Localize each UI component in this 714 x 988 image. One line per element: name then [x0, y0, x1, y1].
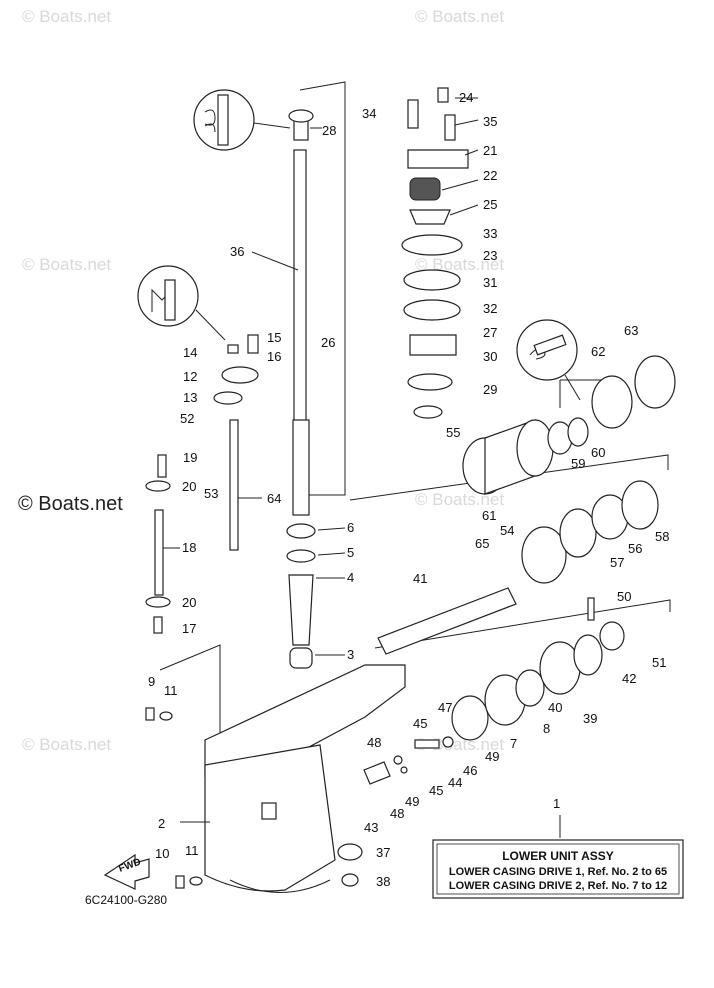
callout: 41	[413, 571, 427, 586]
callout: 11	[164, 683, 178, 698]
pinion-and-nut	[145, 707, 363, 889]
callout: 6	[347, 520, 354, 535]
callout: 53	[204, 486, 218, 501]
callout: 20	[182, 595, 196, 610]
callout: 7	[510, 736, 517, 751]
watermarks: © Boats.net © Boats.net © Boats.net © Bo…	[18, 7, 504, 754]
diagram-ref-code: 6C24100-G280	[85, 893, 167, 907]
callout: 46	[463, 763, 477, 778]
callout: 49	[405, 794, 419, 809]
callout: 14	[183, 345, 197, 360]
callout: 27	[483, 325, 497, 340]
watermark: © Boats.net	[415, 255, 504, 274]
callout: 19	[183, 450, 197, 465]
callout: 15	[267, 330, 281, 345]
callout: 13	[183, 390, 197, 405]
callout: 24	[459, 90, 473, 105]
callout: 8	[543, 721, 550, 736]
callout: 63	[624, 323, 638, 338]
callout: 17	[182, 621, 196, 636]
callout: 48	[367, 735, 381, 750]
callout: 37	[376, 845, 390, 860]
shift-rod-assembly	[145, 334, 259, 634]
callout: 45	[413, 716, 427, 731]
callout: 56	[628, 541, 642, 556]
callout: 60	[591, 445, 605, 460]
callout: 35	[483, 114, 497, 129]
callout: 3	[347, 647, 354, 662]
watermark: © Boats.net	[22, 255, 111, 274]
callout: 54	[500, 523, 514, 538]
callout: 48	[390, 806, 404, 821]
callout: 47	[438, 700, 452, 715]
callout: 22	[483, 168, 497, 183]
callout: 50	[617, 589, 631, 604]
watermark: © Boats.net	[22, 735, 111, 754]
callout: 26	[321, 335, 335, 350]
callout: 51	[652, 655, 666, 670]
callout: 12	[183, 369, 197, 384]
callout: 11	[185, 843, 199, 858]
lower-casing	[204, 664, 406, 893]
leader-lines	[163, 97, 561, 838]
callout: 1	[553, 796, 560, 811]
callout: 9	[148, 674, 155, 689]
callout: 2	[158, 816, 165, 831]
callout: 62	[591, 344, 605, 359]
callout: 28	[322, 123, 336, 138]
callout: 61	[482, 508, 496, 523]
callout: 5	[347, 545, 354, 560]
gear-cluster	[451, 597, 625, 741]
callout: 64	[267, 491, 281, 506]
callout: 29	[483, 382, 497, 397]
callout: 32	[483, 301, 497, 316]
callout: 42	[622, 671, 636, 686]
shift-plunger	[363, 736, 454, 785]
callout: 21	[483, 143, 497, 158]
callout: 18	[182, 540, 196, 555]
watermark: © Boats.net	[415, 7, 504, 26]
watermark: © Boats.net	[22, 7, 111, 26]
callout: 38	[376, 874, 390, 889]
magnifier-link-icon	[137, 265, 226, 341]
callout: 44	[448, 775, 462, 790]
bearing-housing	[462, 355, 676, 495]
watermark: © Boats.net	[415, 490, 504, 509]
callout: 40	[548, 700, 562, 715]
legend-line: LOWER CASING DRIVE 2, Ref. No. 7 to 12	[449, 880, 667, 892]
legend-box: LOWER UNIT ASSY LOWER CASING DRIVE 1, Re…	[432, 839, 684, 899]
callout: 59	[571, 456, 585, 471]
callout: 55	[446, 425, 460, 440]
callout: 23	[483, 248, 497, 263]
callout: 31	[483, 275, 497, 290]
callout: 33	[483, 226, 497, 241]
callout: 30	[483, 349, 497, 364]
callout: 4	[347, 570, 354, 585]
callout: 36	[230, 244, 244, 259]
legend-line: LOWER CASING DRIVE 1, Ref. No. 2 to 65	[449, 866, 667, 878]
drive-shaft	[286, 109, 316, 669]
callout: 45	[429, 783, 443, 798]
watermark-primary: © Boats.net	[18, 493, 123, 515]
legend-title: LOWER UNIT ASSY	[502, 849, 614, 863]
callout: 25	[483, 197, 497, 212]
callout: 39	[583, 711, 597, 726]
callout: 43	[364, 820, 378, 835]
callout: 20	[182, 479, 196, 494]
callout: 10	[155, 846, 169, 861]
callout: 49	[485, 749, 499, 764]
magnifier-pin-icon	[516, 319, 581, 401]
callout: 57	[610, 555, 624, 570]
callout: 58	[655, 529, 669, 544]
callout: 16	[267, 349, 281, 364]
callout: 52	[180, 411, 194, 426]
callout: 34	[362, 106, 376, 121]
water-pump-stack	[401, 87, 469, 419]
magnifier-shaft-icon	[193, 89, 291, 151]
propeller-shaft	[377, 480, 659, 655]
callout: 65	[475, 536, 489, 551]
forward-arrow-icon: FWD	[103, 853, 150, 890]
callouts: 1 2 3 4 5 6 7 8 9 10 11 11 12 13 14 15 1…	[148, 90, 669, 889]
